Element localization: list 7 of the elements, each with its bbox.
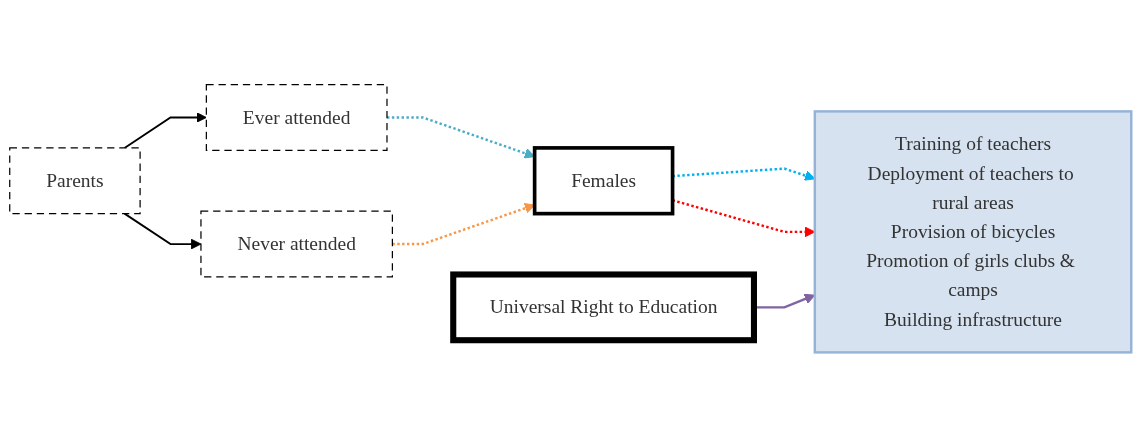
node-box: Females <box>532 146 675 216</box>
node-box: Training of teachers Deployment of teachers to rural areas Provision of bicycles Promotion of girls clubs & camps Building infrastructure <box>813 110 1133 354</box>
node-box: Ever attended <box>205 84 388 151</box>
node-box: Never attended <box>200 210 393 278</box>
node-box: Universal Right to Education <box>450 271 757 344</box>
node-box: Parents <box>9 147 141 215</box>
arrow <box>123 112 207 149</box>
